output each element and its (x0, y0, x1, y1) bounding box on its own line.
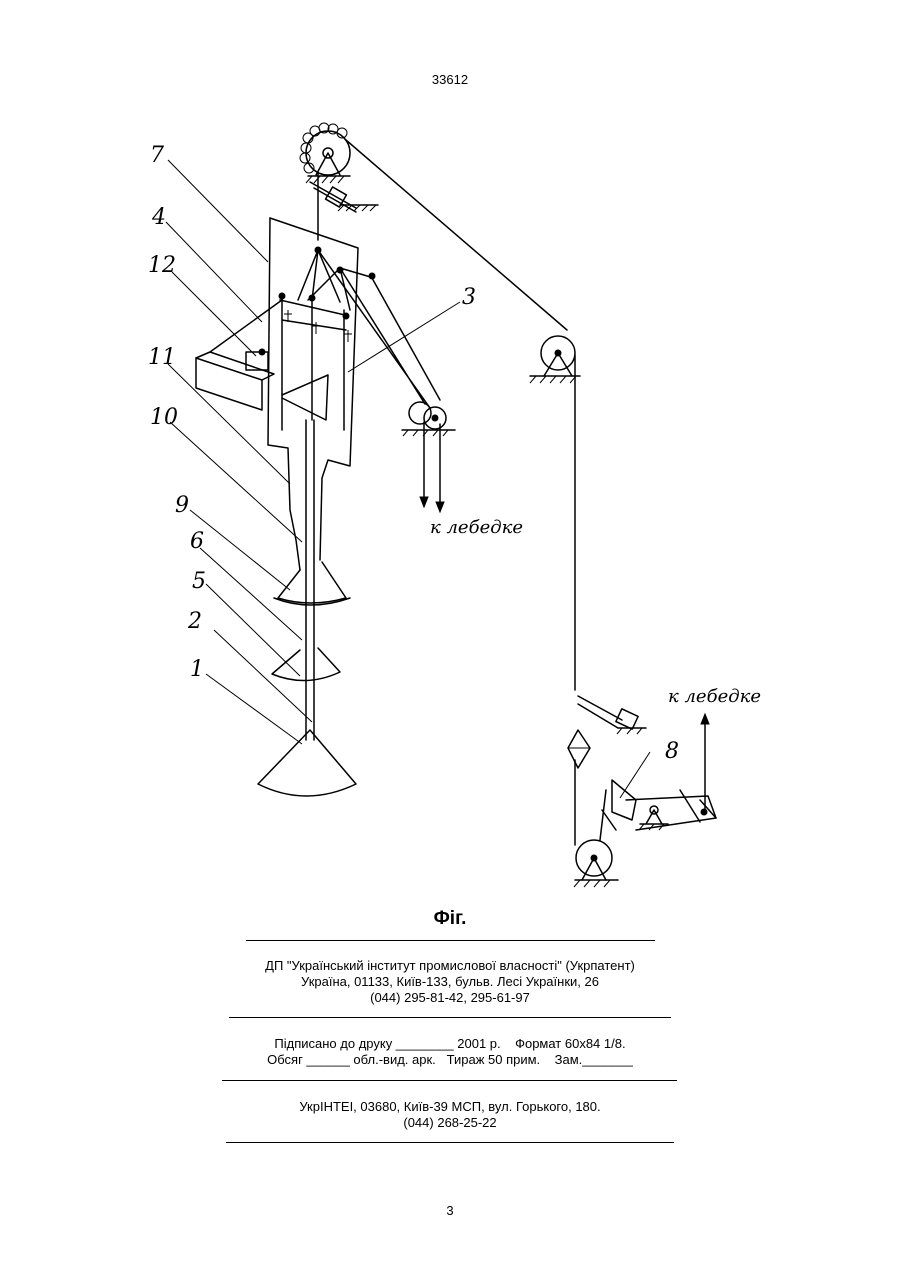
label-10: 10 (150, 405, 178, 430)
bottom-pulley (574, 840, 618, 887)
publisher-line: Україна, 01133, Київ-133, бульв. Лесі Ук… (0, 974, 900, 990)
winch-label-right: к лебедке (668, 686, 761, 707)
label-6: 6 (190, 529, 204, 554)
winch-pulley (318, 250, 455, 512)
divider (226, 1142, 674, 1143)
label-5: 5 (192, 569, 206, 594)
publisher-line: ДП "Український інститут промислової вла… (0, 958, 900, 974)
publisher-line: (044) 295-81-42, 295-61-97 (0, 990, 900, 1006)
leader-lines (166, 160, 650, 798)
printer-line: (044) 268-25-22 (0, 1115, 900, 1131)
page-number: 3 (0, 1203, 900, 1218)
print-info-line: Підписано до друку ________ 2001 р. Форм… (0, 1036, 900, 1052)
sector-1 (258, 730, 356, 796)
label-1: 1 (190, 657, 204, 682)
frame-structure (268, 218, 375, 570)
divider (229, 1017, 671, 1018)
publisher-info: ДП "Український інститут промислової вла… (0, 958, 900, 1006)
label-3: 3 (462, 285, 476, 310)
winch-label-left: к лебедке (430, 517, 523, 538)
label-2: 2 (187, 609, 202, 634)
print-info: Підписано до друку ________ 2001 р. Форм… (0, 1036, 900, 1068)
main-cable (318, 140, 575, 845)
printer-line: УкрІНТЕІ, 03680, Київ-39 МСП, вул. Горьк… (0, 1099, 900, 1115)
label-9: 9 (175, 493, 189, 518)
idler-pulley (530, 336, 580, 383)
label-8: 8 (665, 739, 679, 764)
label-12: 12 (148, 253, 176, 278)
sectors-assembly (258, 420, 356, 796)
tensioner-assembly (568, 696, 716, 840)
label-4: 4 (151, 205, 166, 230)
divider (246, 940, 655, 941)
label-11: 11 (148, 345, 176, 370)
top-sprocket (300, 123, 378, 212)
sector-9 (278, 562, 346, 603)
divider (222, 1080, 677, 1081)
patent-drawing: 7 4 12 11 10 9 6 5 2 1 3 8 к лебедке к л… (0, 0, 900, 900)
label-7: 7 (150, 143, 164, 168)
printer-info: УкрІНТЕІ, 03680, Київ-39 МСП, вул. Горьк… (0, 1099, 900, 1131)
figure-caption: Фіг. (0, 908, 900, 930)
part-labels: 7 4 12 11 10 9 6 5 2 1 3 8 (148, 143, 679, 764)
print-info-line: Обсяг ______ обл.-вид. арк. Тираж 50 при… (0, 1052, 900, 1068)
